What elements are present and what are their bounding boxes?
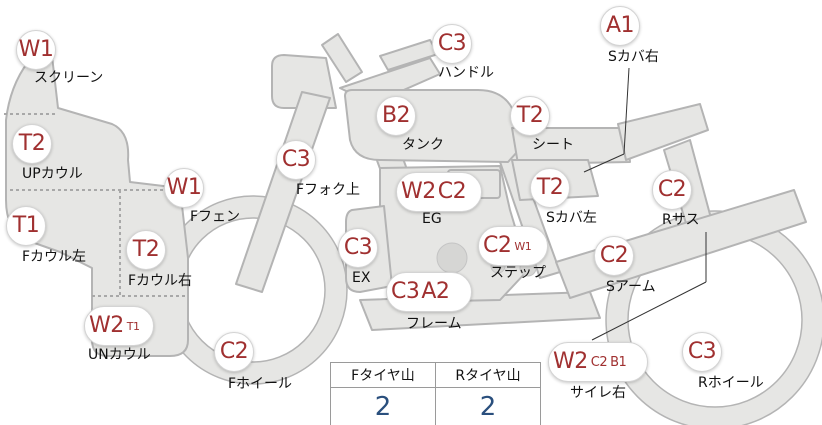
un-cowl-grade: W2 [89,313,124,338]
eg-grade-2: C2 [437,179,467,204]
r-wheel-grade-badge: C3 [682,332,722,372]
front-tire-value: 2 [330,387,436,425]
s-cover-right-grade-badge: A1 [600,6,640,46]
eg-label: EG [422,211,442,227]
f-cowl-left-label: Fカウル左 [22,249,87,265]
silencer-right-sub-grade-1: C2 [590,354,608,370]
s-cover-right-label: Sカバ右 [608,49,659,65]
f-fork-upper-grade-badge: C3 [276,140,316,180]
rear-tire-value: 2 [435,387,541,425]
f-cowl-left-grade: T1 [12,213,40,238]
step-sub-grade: W1 [514,239,532,253]
eg-grade-badge: W2 C2 [396,172,482,212]
frame-label: フレーム [406,316,462,332]
r-sus-grade: C2 [657,177,687,202]
s-arm-grade: C2 [599,243,629,268]
tank-label: タンク [402,137,444,153]
f-wheel-label: Fホイール [228,376,293,392]
f-wheel-grade-badge: C2 [214,332,254,372]
cowl-shape [5,52,189,357]
f-fender-grade-badge: W1 [164,168,204,208]
step-grade-badge: C2 W1 [478,226,548,266]
front-tire-header: Fタイヤ山 [330,362,436,388]
eg-grade-1: W2 [401,179,436,204]
f-cowl-right-grade: T2 [132,237,160,262]
handle-grade: C3 [437,31,467,56]
s-arm-grade-badge: C2 [594,236,634,276]
handle-shape [321,33,363,83]
un-cowl-label: UNカウル [88,347,151,363]
step-grade: C2 [483,233,512,258]
handle-label: ハンドル [438,65,494,81]
screen-grade: W1 [18,37,54,62]
f-cowl-right-grade-badge: T2 [126,230,166,270]
un-cowl-grade-badge: W2 T1 [84,306,154,346]
ex-grade: C3 [343,235,373,260]
f-cowl-right-label: Fカウル右 [128,273,193,289]
silencer-right-sub-grade-2: B1 [610,354,627,370]
s-cover-left-grade: T2 [536,175,564,200]
rear-tire-header: Rタイヤ山 [435,362,541,388]
f-wheel-grade: C2 [219,339,249,364]
screen-label: スクリーン [34,70,104,86]
tail-shape [617,103,709,161]
r-sus-grade-badge: C2 [652,170,692,210]
handle-grade-badge: C3 [432,24,472,64]
f-fork-upper-grade: C3 [281,147,311,172]
tire-tread-table: Fタイヤ山 Rタイヤ山 2 2 [330,362,541,425]
frame-grade-1: C3 [391,279,420,304]
silencer-right-grade-badge: W2 C2 B1 [548,342,648,382]
up-cowl-grade: T2 [18,131,46,156]
ex-label: EX [352,270,371,286]
seat-grade: T2 [516,103,544,128]
silencer-right-label: サイレ右 [570,385,626,401]
f-fork-upper-label: Fフォク上 [296,182,361,198]
un-cowl-sub-grade: T1 [126,319,140,333]
r-wheel-label: Rホイール [698,375,764,391]
s-cover-right-grade: A1 [605,13,635,38]
step-label: ステップ [490,265,546,281]
r-sus-label: Rサス [662,212,700,228]
s-arm-label: Sアーム [606,279,656,295]
screen-grade-badge: W1 [16,30,56,70]
f-fender-grade: W1 [166,175,202,200]
s-cover-left-label: Sカバ左 [546,210,597,226]
frame-grade-badge: C3 A2 [386,272,472,312]
s-cover-left-grade-badge: T2 [530,168,570,208]
ex-grade-badge: C3 [338,228,378,268]
f-fender-label: Fフェン [190,209,241,225]
f-cowl-left-grade-badge: T1 [6,206,46,246]
seat-grade-badge: T2 [510,96,550,136]
seat-shape [511,127,631,165]
seat-label: シート [532,137,574,153]
r-wheel-grade: C3 [687,339,717,364]
headlight-shape [271,54,337,109]
tank-grade-badge: B2 [376,96,416,136]
up-cowl-label: UPカウル [22,166,83,182]
tank-grade: B2 [381,103,411,128]
up-cowl-grade-badge: T2 [12,124,52,164]
frame-grade-2: A2 [421,279,450,304]
silencer-right-grade: W2 [553,349,588,374]
